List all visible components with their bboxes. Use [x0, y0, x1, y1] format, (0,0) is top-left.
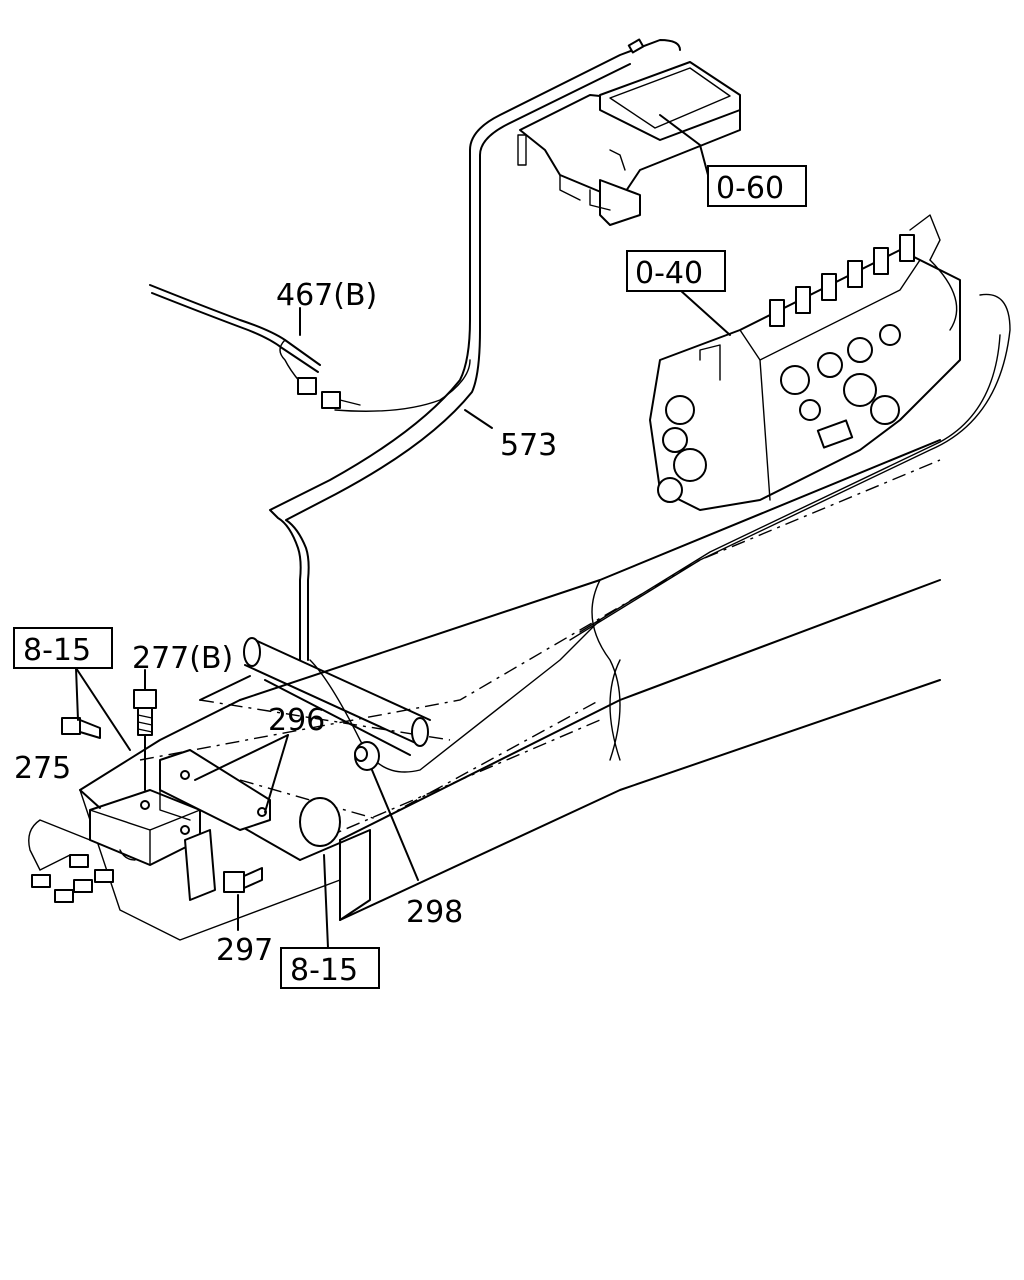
part-label-277b: 277(B) [132, 641, 233, 676]
ref-pump-label: 0-40 [635, 256, 703, 291]
harness-467b [149, 284, 361, 409]
harness-573 [269, 38, 1011, 773]
part-label-296: 296 [268, 703, 325, 738]
ref-box-pump [626, 250, 726, 292]
mount-hole [299, 797, 341, 847]
part-label-467b: 467(B) [276, 278, 377, 313]
bolt-297 [223, 867, 263, 893]
injector-nozzles [769, 234, 915, 327]
ecu-assembly [517, 61, 741, 226]
ref-bracket-top-label: 8-15 [23, 633, 91, 668]
ref-box-bracket-bottom [280, 947, 380, 989]
injection-pump [649, 214, 961, 511]
connectors [28, 819, 136, 903]
leader-lines [75, 114, 731, 949]
ref-box-ecu [707, 165, 807, 207]
part-label-298: 298 [406, 895, 463, 930]
bolt-277b [133, 689, 157, 736]
part-label-275: 275 [14, 751, 71, 786]
part-label-573: 573 [500, 428, 557, 463]
bushing-298 [354, 741, 380, 771]
ref-bracket-bottom-label: 8-15 [290, 953, 358, 988]
frame-rail [79, 439, 941, 941]
mounting-bracket [159, 749, 271, 901]
part-label-297: 297 [216, 933, 273, 968]
bolt-8-15 [61, 717, 101, 739]
ref-box-bracket-top [13, 627, 113, 669]
ref-ecu-label: 0-60 [716, 171, 784, 206]
cross-member [199, 637, 431, 756]
